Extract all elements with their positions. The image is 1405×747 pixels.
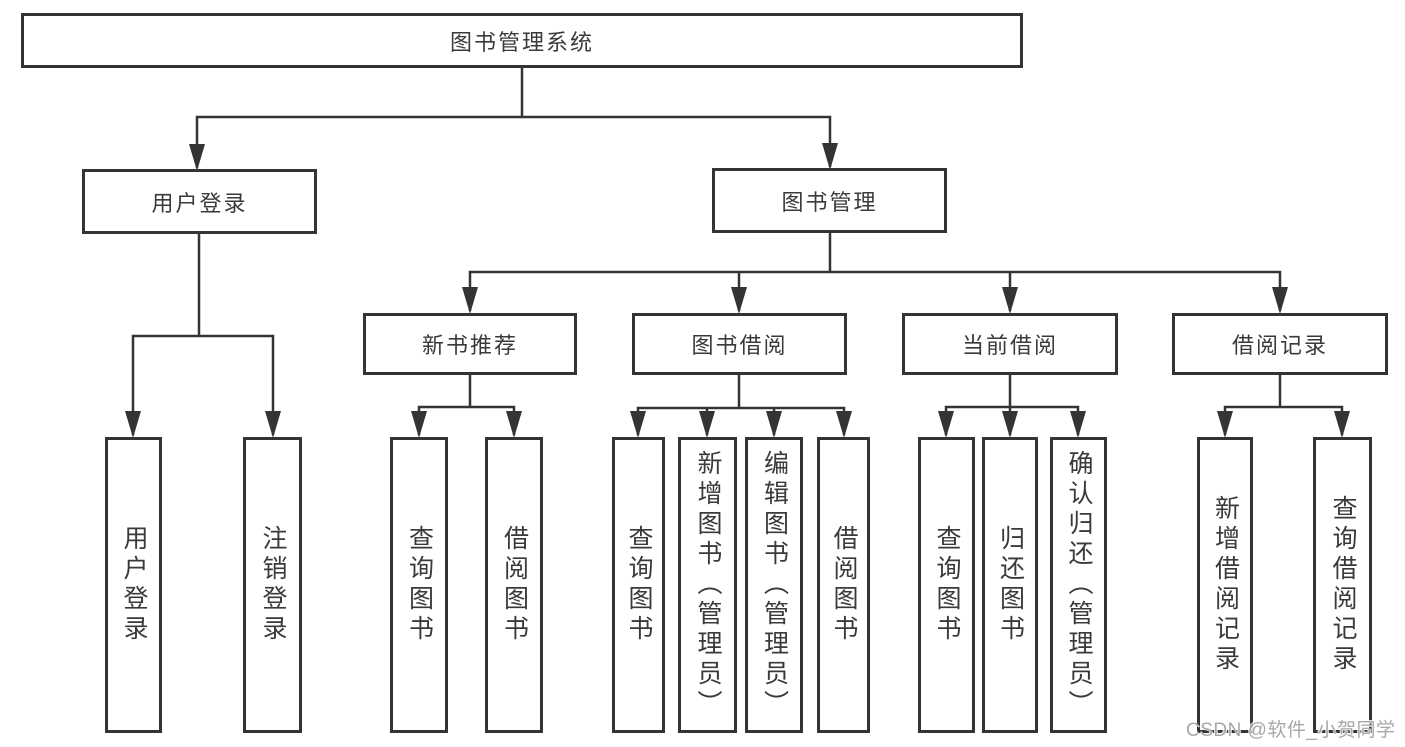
node-book-borrow: 图书借阅: [632, 313, 847, 375]
node-label: 归还图书: [996, 525, 1025, 645]
leaf-user-login: 用户登录: [105, 437, 162, 733]
node-label: 新书推荐: [421, 333, 518, 358]
leaf-confirm-return-admin: 确认归还（管理员）: [1050, 437, 1107, 733]
node-borrow-records: 借阅记录: [1172, 313, 1388, 375]
node-label: 编辑图书（管理员）: [760, 450, 789, 720]
leaf-query-book-borrow: 查询图书: [612, 437, 665, 733]
node-label: 借阅图书: [500, 525, 529, 645]
node-new-book-recommend: 新书推荐: [363, 313, 577, 375]
leaf-query-book-current: 查询图书: [918, 437, 975, 733]
leaf-borrow-book: 借阅图书: [817, 437, 870, 733]
node-label: 查询图书: [625, 525, 653, 645]
node-root: 图书管理系统: [21, 13, 1023, 68]
node-label: 查询借阅记录: [1329, 495, 1357, 675]
node-label: 图书管理系统: [449, 29, 594, 55]
tree-edges: [131, 68, 1344, 435]
node-label: 查询图书: [933, 525, 961, 645]
node-label: 查询图书: [405, 525, 434, 645]
node-label: 新增图书（管理员）: [694, 450, 722, 720]
leaf-add-borrow-record: 新增借阅记录: [1197, 437, 1253, 733]
node-label: 注销登录: [259, 525, 287, 645]
node-label: 当前借阅: [961, 333, 1058, 358]
node-label: 图书管理: [781, 189, 878, 215]
leaf-logout: 注销登录: [243, 437, 302, 733]
node-user-login: 用户登录: [82, 169, 317, 234]
node-label: 借阅图书: [830, 525, 858, 645]
node-current-borrow: 当前借阅: [902, 313, 1118, 375]
node-book-management: 图书管理: [712, 168, 947, 233]
csdn-watermark: CSDN @软件_小贺同学: [1186, 720, 1396, 741]
node-label: 借阅记录: [1231, 333, 1328, 358]
leaf-query-borrow-record: 查询借阅记录: [1313, 437, 1372, 733]
node-label: 确认归还（管理员）: [1065, 450, 1093, 720]
node-label: 用户登录: [151, 190, 248, 216]
leaf-add-book-admin: 新增图书（管理员）: [678, 437, 737, 733]
leaf-return-book: 归还图书: [982, 437, 1038, 733]
node-label: 新增借阅记录: [1211, 495, 1240, 675]
leaf-query-book-recommend: 查询图书: [390, 437, 448, 733]
leaf-borrow-book-recommend: 借阅图书: [485, 437, 543, 733]
leaf-edit-book-admin: 编辑图书（管理员）: [745, 437, 803, 733]
node-label: 图书借阅: [691, 333, 788, 358]
node-label: 用户登录: [120, 525, 148, 645]
